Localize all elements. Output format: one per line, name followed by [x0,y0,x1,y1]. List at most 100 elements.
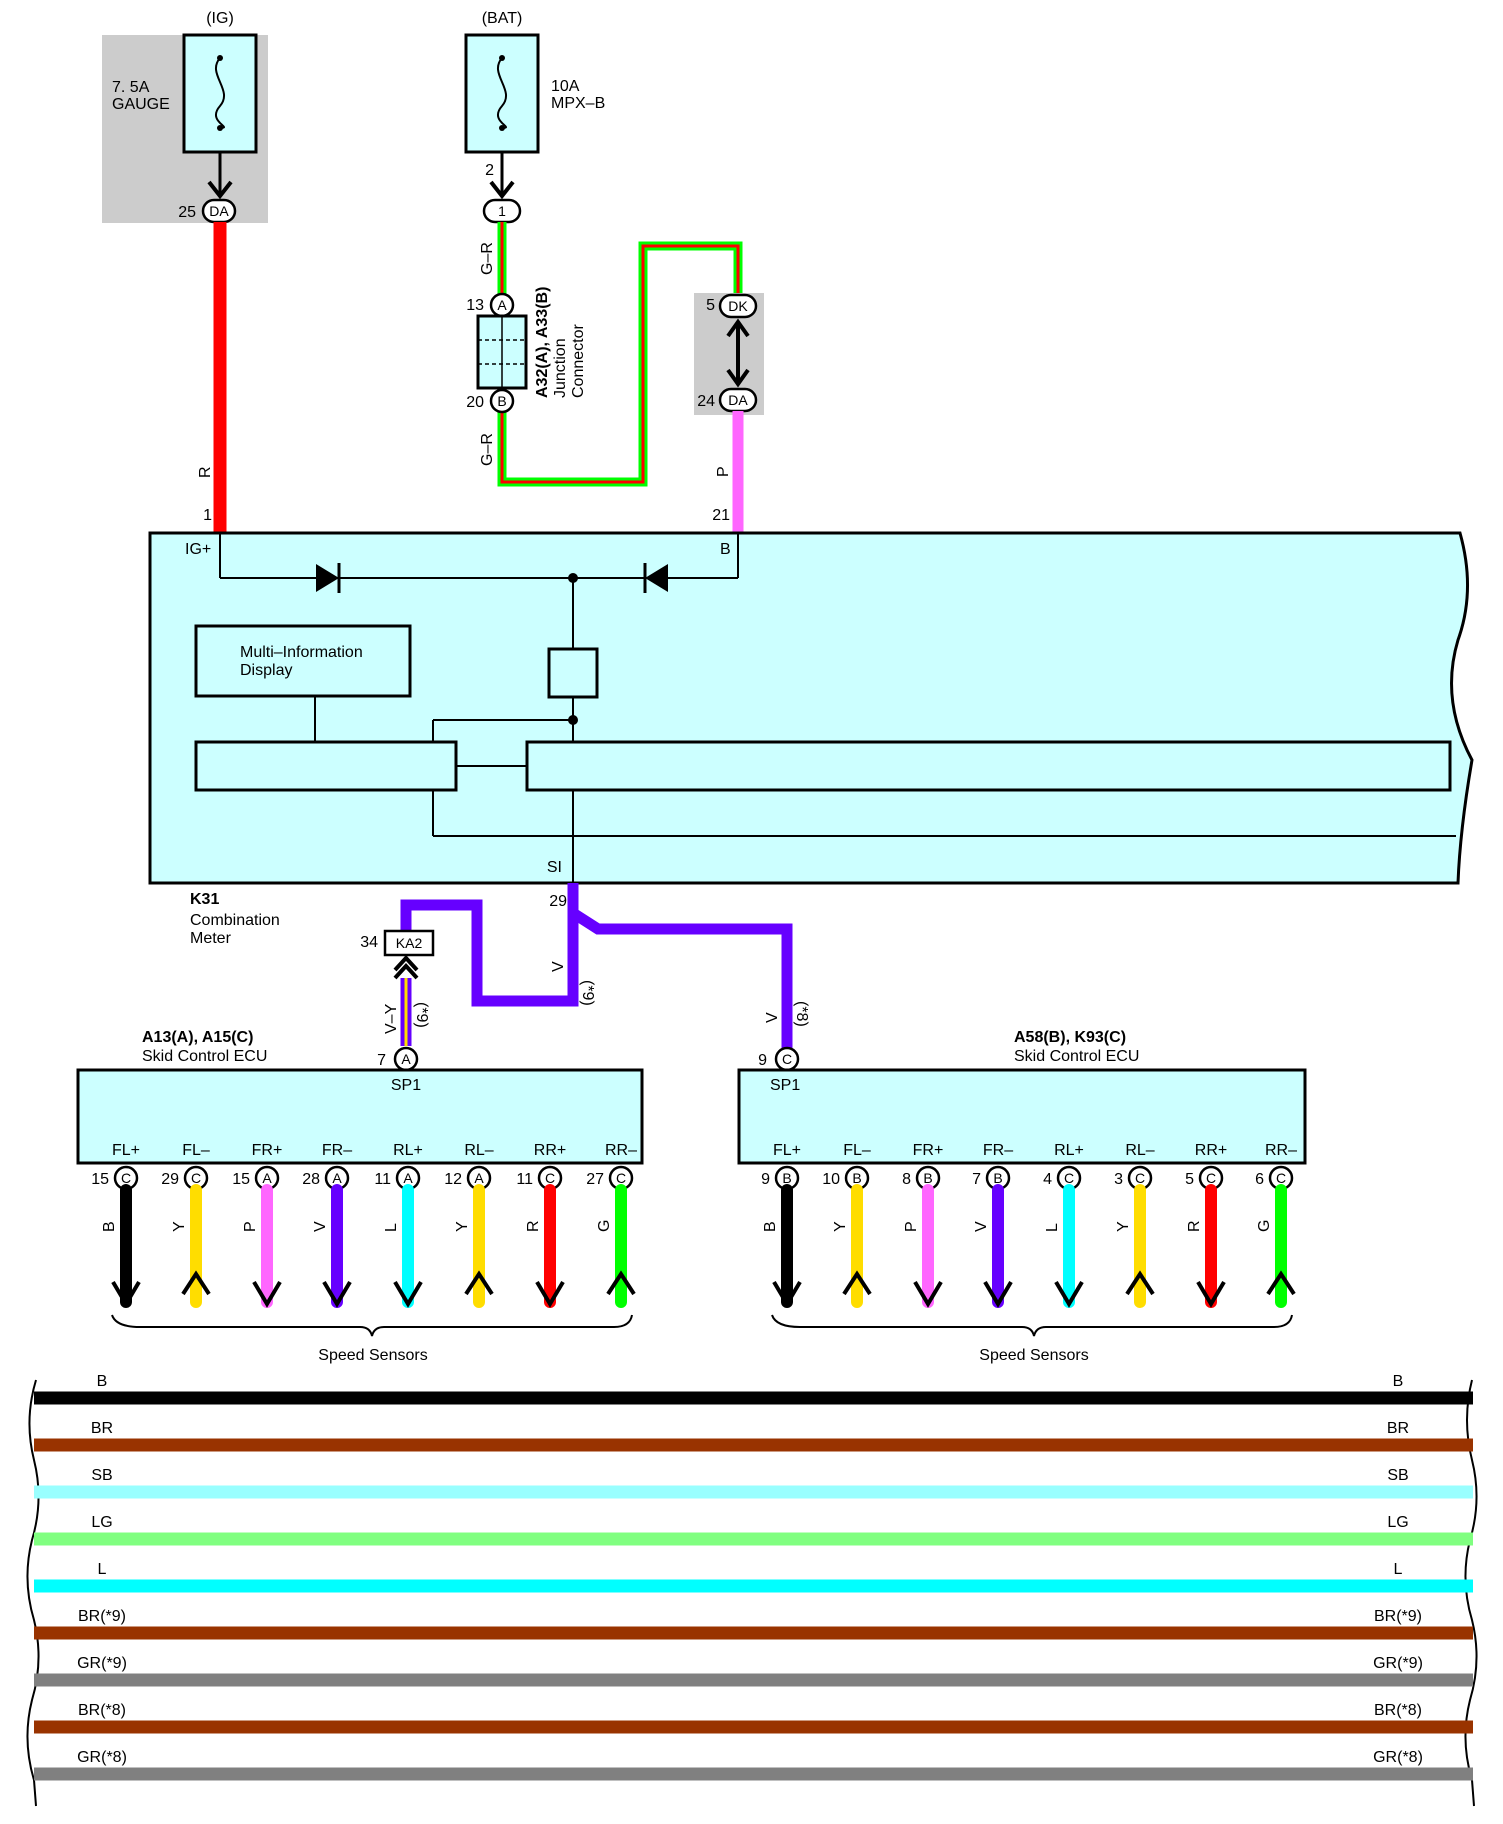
legend-label-left: GR(*8) [77,1749,127,1766]
ecu-right-name: Skid Control ECU [1014,1048,1139,1065]
ecu-right-sensor-arrow [1125,1270,1155,1296]
legend-label-left: GR(*9) [77,1655,127,1672]
ecu-left-sensor-brace [111,1314,633,1337]
pin-25: 25 [178,204,196,221]
fuse-gauge [182,33,258,154]
ecu-right-terminal-label: RL+ [1054,1142,1084,1159]
fuse-mpx [464,33,540,154]
wire-gr-label-top: G–R [479,242,496,275]
ecu-left-pin-number: 15 [91,1171,109,1188]
legend-label-right: BR(*9) [1374,1608,1422,1625]
ecu-left-terminal-label: RR+ [534,1142,566,1159]
connector-da-top-label: DA [209,203,229,219]
ecu-left-pin-connector-label: C [545,1170,555,1186]
ecu-right-terminal-label: FL– [843,1142,871,1159]
skid-control-ecu-left: A13(A), A15(C) Skid Control ECU 7 A SP1 … [76,1029,644,1364]
ecu-left-wire-label: V [312,1221,329,1232]
wire-v-label-right: V [764,1012,781,1023]
legend-label-right: SB [1387,1467,1408,1484]
ecu-right-id: A58(B), K93(C) [1014,1029,1126,1046]
junction-id: A32(A), A33(B) [534,287,551,398]
bat-label: (BAT) [482,10,523,27]
note-9-ka2: (*9) [413,1002,430,1028]
pin-29: 29 [549,893,567,910]
meter-b-terminal: B [720,541,731,558]
junction-conn-b-label: B [497,393,506,409]
legend-label-left: B [97,1373,108,1390]
ecu-left-pin-connector-label: A [403,1170,413,1186]
wire-g-r [497,222,743,487]
wire-v-to-left [400,883,579,1007]
mid-label-2: Display [240,662,292,679]
pin-21: 21 [712,507,730,524]
wire-p-label: P [715,466,732,477]
ecu-right-sensor-arrow [842,1270,872,1296]
ecu-right-pin-connector-label: C [1276,1170,1286,1186]
junction-pin-20: 20 [466,394,484,411]
ecu-left-wire-label: Y [454,1221,471,1232]
legend-label-left: BR(*8) [78,1702,126,1719]
ecu-right-body [737,1068,1307,1165]
ecu-left-sensor-arrow [322,1280,352,1308]
ecu-left-body [76,1068,644,1165]
ecu-right-sp-pin: 9 [758,1052,767,1069]
legend-label-left: LG [91,1514,112,1531]
ecu-right-pin-number: 8 [902,1171,911,1188]
ecu-right-sensor-arrow [983,1280,1013,1308]
ecu-right-sensor-arrow [1054,1280,1084,1308]
junction-conn-b [489,388,515,414]
legend-label-right: LG [1387,1514,1408,1531]
ecu-left-wire-label: B [101,1221,118,1232]
ecu-left-sensors-label: Speed Sensors [318,1347,427,1364]
ecu-right-pin-connector-label: C [1064,1170,1074,1186]
ecu-left-wire-label: Y [171,1221,188,1232]
meter-body [148,531,1474,885]
junction-connector: 13 A 20 B A32(A), A33(B) Junction Connec… [466,287,587,414]
ecu-left-sensor-arrow [111,1280,141,1308]
pin-1: 1 [203,507,212,524]
legend-label-right: B [1393,1373,1404,1390]
meter-ig-terminal: IG+ [185,541,211,558]
ecu-right-wire-label: Y [832,1221,849,1232]
diode-right [645,564,668,592]
ecu-left-sensor-arrow [606,1270,636,1296]
ecu-right-wire-label: Y [1115,1221,1132,1232]
connector-dk-label: DK [728,298,748,314]
junction-conn-a-label: A [497,297,507,313]
multi-information-display [194,624,412,698]
dk-da-connector: 5 DK 24 DA [694,293,764,415]
fuse-mpx-symbol [496,57,508,129]
da-pin-24: 24 [697,393,715,410]
diode-left [316,564,339,592]
wire-vy-label: V–Y [383,1003,400,1034]
ecu-left-id: A13(A), A15(C) [142,1029,253,1046]
ecu-left-terminal-label: RR– [605,1142,637,1159]
legend-break-left [26,1379,40,1807]
legend-label-left: SB [91,1467,112,1484]
ecu-left-wire-label: R [525,1220,542,1232]
ecu-left-pin-connector-label: C [616,1170,626,1186]
legend-label-right: BR [1387,1420,1409,1437]
ecu-left-name: Skid Control ECU [142,1048,267,1065]
mid-label-1: Multi–Information [240,644,363,661]
ecu-right-sp-conn-label: C [782,1051,792,1067]
ecu-right-wire-label: P [903,1221,920,1232]
ecu-right-wire-label: B [762,1221,779,1232]
ecu-left-pin-connector-label: A [332,1170,342,1186]
meter-right-bar [525,740,1452,792]
wire-v-to-right [570,908,793,1050]
ka2-box [383,929,435,957]
ecu-left-pin-connector-label: C [191,1170,201,1186]
fuse-gauge-group: (IG) 7. 5A GAUGE 25 DA [102,10,268,224]
ecu-left-pin-connector-label: A [474,1170,484,1186]
legend-label-left: L [98,1561,107,1578]
meter-name-1: Combination [190,912,280,929]
ecu-left-sp-label: SP1 [391,1077,421,1094]
ecu-right-sensor-arrow [772,1280,802,1308]
ecu-right-pin-number: 3 [1114,1171,1123,1188]
ig-label: (IG) [206,10,234,27]
meter-left-bar [194,740,458,792]
legend-label-right: GR(*8) [1373,1749,1423,1766]
ecu-right-pin-connector-label: B [852,1170,861,1186]
